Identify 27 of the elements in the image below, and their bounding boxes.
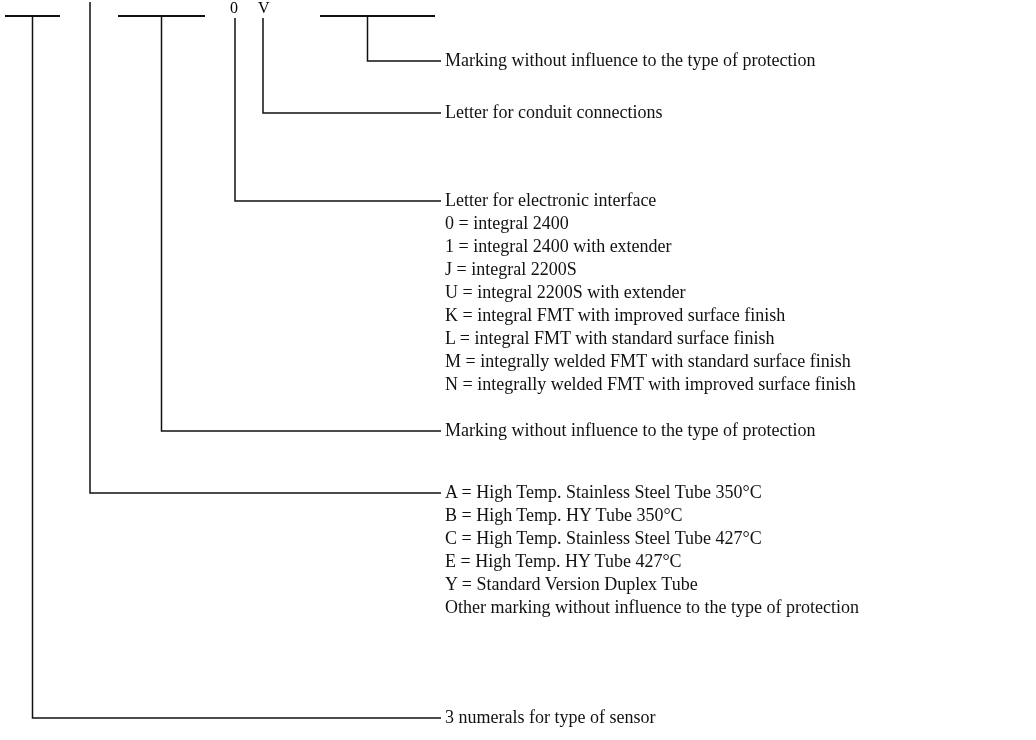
option-text: Other marking without influence to the type of protection: [445, 596, 859, 619]
option-text: B = High Temp. HY Tube 350°C: [445, 504, 684, 527]
option-text: J = integral 2200S: [445, 258, 578, 281]
description-text: Marking without influence to the type of protection: [445, 419, 816, 442]
option-text: L = integral FMT with standard surface finish: [445, 327, 776, 350]
leader-line: [366, 16, 442, 62]
option-text: Y = Standard Version Duplex Tube: [445, 573, 699, 596]
option-text: U = integral 2200S with extender: [445, 281, 687, 304]
leader-line: [234, 17, 442, 202]
option-text: 1 = integral 2400 with extender: [445, 235, 673, 258]
leader-line: [160, 16, 442, 432]
description-text: A = High Temp. Stainless Steel Tube 350°C: [445, 481, 763, 504]
option-text: K = integral FMT with improved surface finish: [445, 304, 787, 327]
leader-line: [262, 17, 442, 114]
description-text: Marking without influence to the type of protection: [445, 49, 816, 72]
option-text: M = integrally welded FMT with standard surface finish: [445, 350, 852, 373]
leader-line: [89, 1, 442, 494]
code-letter: 0: [230, 0, 238, 16]
option-text: 0 = integral 2400: [445, 212, 570, 235]
option-text: E = High Temp. HY Tube 427°C: [445, 550, 683, 573]
leader-line: [31, 16, 442, 719]
code-letter: V: [258, 0, 270, 16]
description-text: Letter for electronic interface: [445, 189, 658, 212]
option-text: N = integrally welded FMT with improved surface finish: [445, 373, 856, 396]
description-text: Letter for conduit connections: [445, 101, 663, 124]
description-text: 3 numerals for type of sensor: [445, 706, 656, 729]
option-text: C = High Temp. Stainless Steel Tube 427°C: [445, 527, 763, 550]
